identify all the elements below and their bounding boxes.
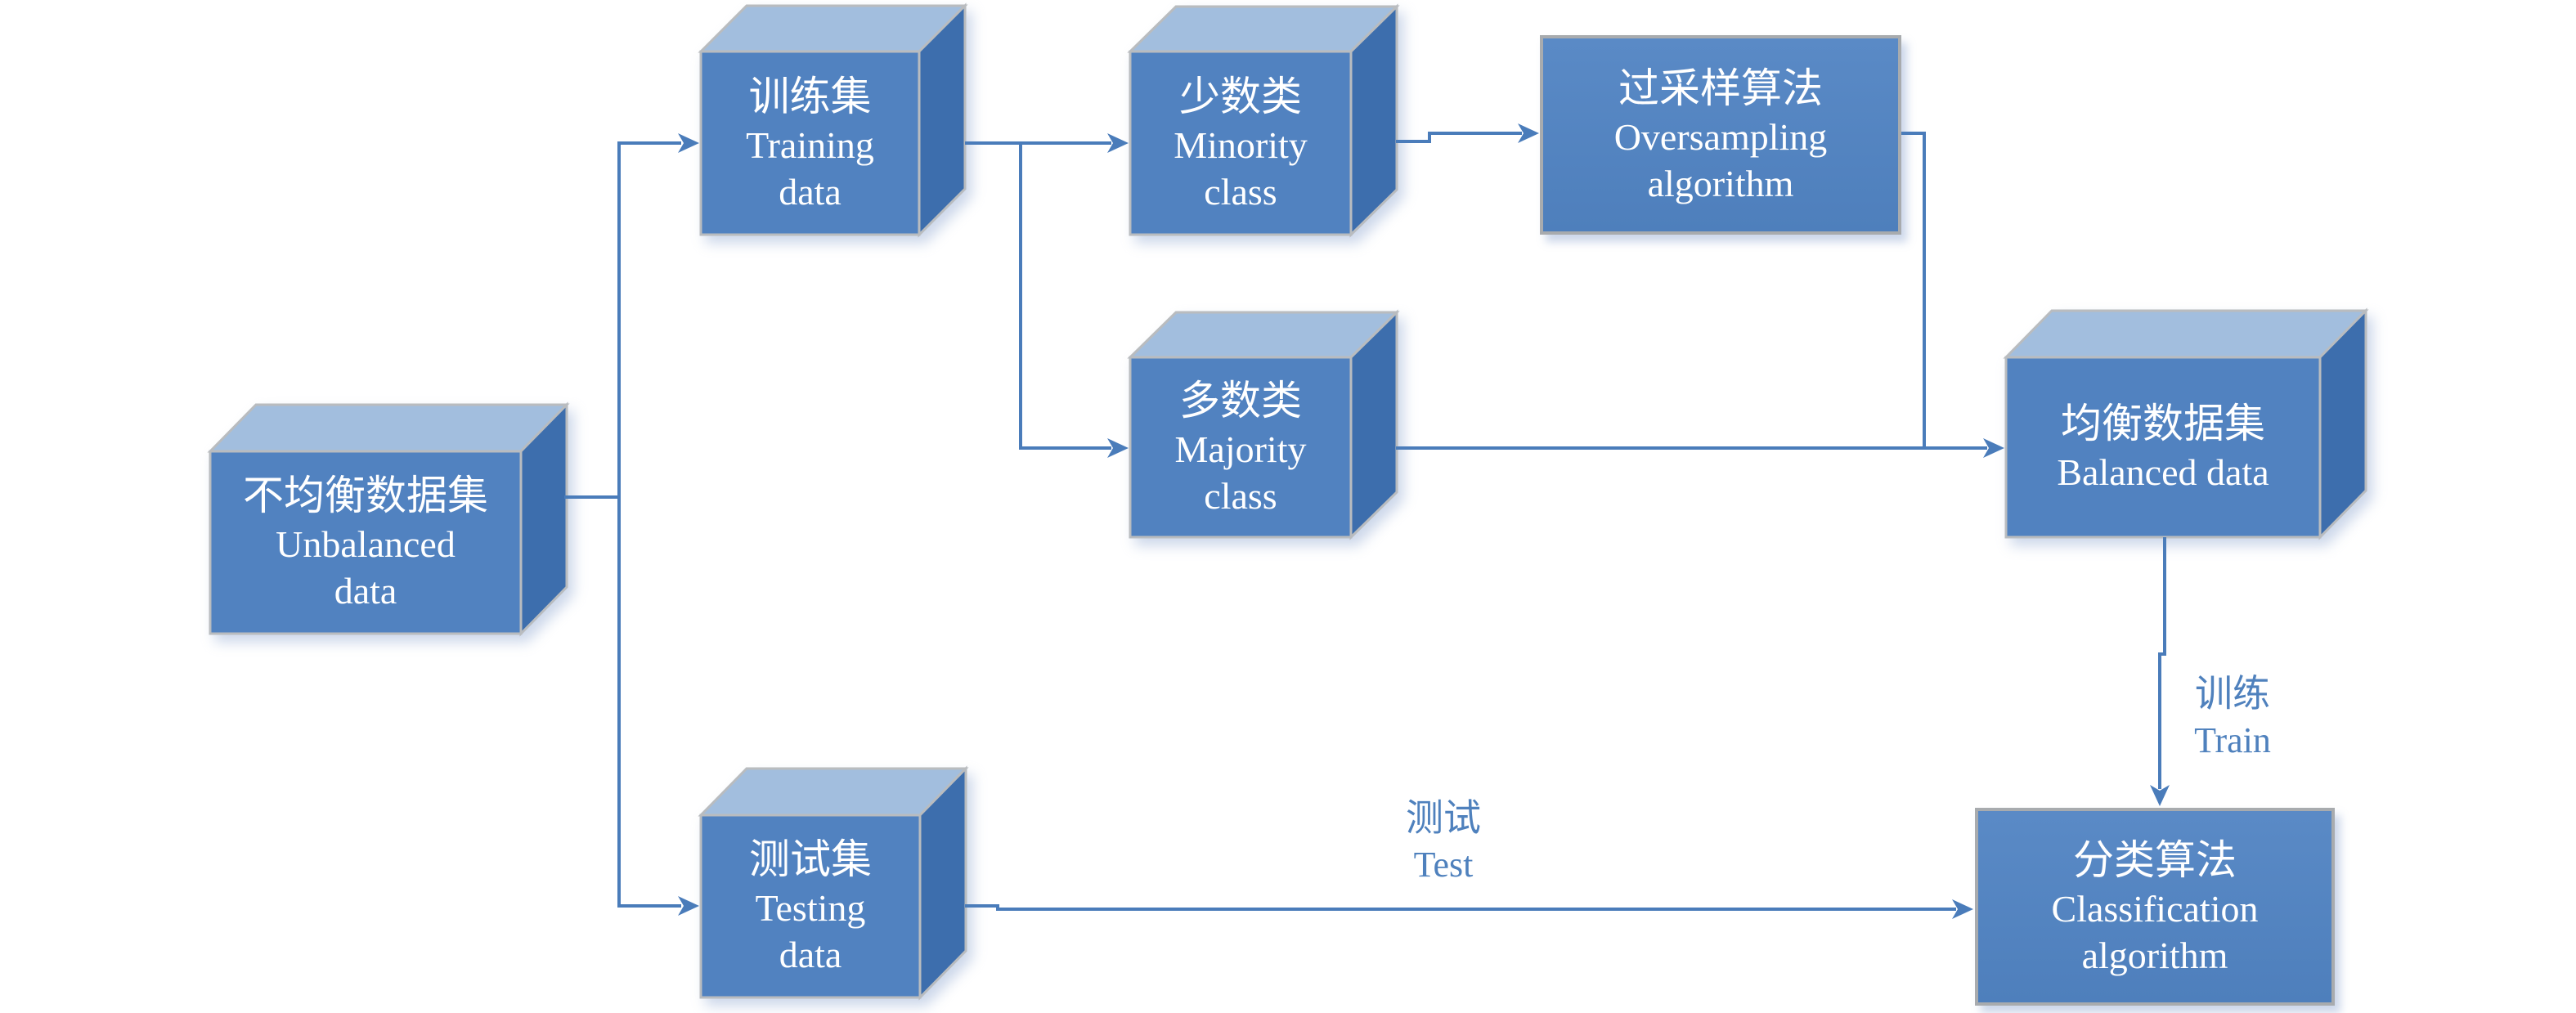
edge-label-train-zh: 训练 (2195, 673, 2270, 715)
arrowhead-into-classification-left (1952, 899, 1973, 919)
edge-label-test-en: Test (1413, 845, 1474, 885)
edge-label-test-zh: 测试 (1406, 797, 1481, 839)
connector-oversampling-merge (1901, 132, 1926, 448)
node-label: 过采样算法 (1618, 65, 1823, 111)
connector-testing-classification (965, 904, 1956, 911)
node-label: algorithm (2081, 934, 2228, 976)
cube-front-face (2004, 356, 2322, 539)
node-label: Testing (755, 887, 866, 929)
node-label: algorithm (1647, 162, 1794, 204)
edge-label-train-en: Train (2194, 720, 2271, 760)
node-label: class (1204, 474, 1277, 517)
node-minority-class: 少数类 Minority class (1127, 3, 1400, 238)
node-classification-algorithm: 分类算法 Classification algorithm (1975, 808, 2335, 1006)
node-label: Balanced data (2057, 451, 2269, 493)
cube-front-face (699, 50, 921, 236)
cube-top-face (207, 403, 570, 453)
node-label: class (1204, 170, 1277, 213)
node-unbalanced-data: 不均衡数据集 Unbalanced data (207, 401, 570, 637)
edge-label-test: 测试 Test (1358, 795, 1529, 888)
arrowhead-into-balanced (1983, 438, 2004, 458)
cube-front-face (209, 450, 523, 635)
node-label: 分类算法 (2073, 836, 2237, 883)
arrowhead-into-training (678, 133, 699, 153)
node-label: 训练集 (748, 73, 872, 119)
node-label: Training (746, 123, 874, 166)
cube-front-face (1129, 50, 1353, 236)
arrowhead-into-classification-top (2150, 785, 2170, 806)
node-label: data (334, 570, 397, 612)
node-majority-class: 多数类 Majority class (1127, 309, 1400, 540)
arrowhead-into-testing (678, 896, 699, 916)
connector-branch-training-testing (617, 141, 681, 908)
node-balanced-data: 均衡数据集 Balanced data (2003, 307, 2369, 540)
connector-balanced-classification (2158, 537, 2166, 789)
node-label: Classification (2051, 887, 2259, 930)
node-label: 不均衡数据集 (243, 473, 488, 518)
arrowhead-into-minority (1107, 133, 1129, 153)
connector-minority-oversampling (1396, 132, 1522, 143)
node-label: Oversampling (1613, 115, 1828, 158)
arrowhead-into-oversampling (1518, 123, 1539, 143)
node-label: data (779, 934, 842, 975)
node-label: 少数类 (1179, 73, 1302, 119)
node-oversampling-algorithm: 过采样算法 Oversampling algorithm (1540, 35, 1901, 235)
cube-top-face (2003, 309, 2369, 359)
node-label: 均衡数据集 (2061, 401, 2265, 446)
cube-front-face (699, 814, 922, 999)
connector-training-majority (1019, 143, 1111, 450)
node-training-data: 训练集 Training data (698, 2, 968, 238)
node-label: Minority (1174, 123, 1308, 166)
node-label: 多数类 (1179, 377, 1302, 424)
cube-front-face (1129, 356, 1353, 539)
node-label: Majority (1174, 428, 1307, 470)
node-testing-data: 测试集 Testing data (698, 765, 969, 1001)
arrowhead-into-majority (1107, 438, 1129, 458)
edge-label-train: 训练 Train (2171, 670, 2294, 764)
node-label: 测试集 (749, 836, 872, 882)
node-label: Unbalanced (276, 523, 456, 565)
node-label: data (779, 170, 841, 213)
